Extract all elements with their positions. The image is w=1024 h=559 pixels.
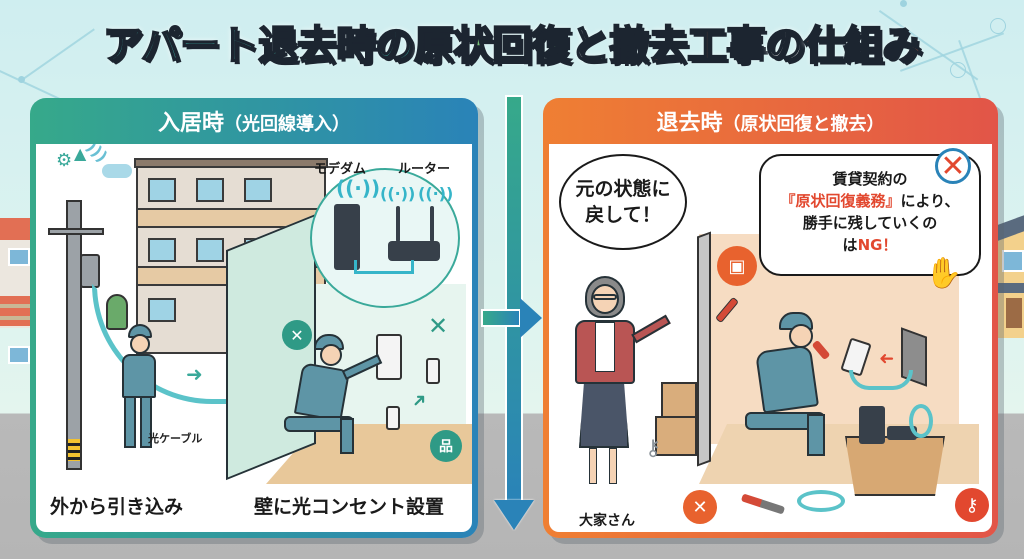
remover-face: [789, 324, 813, 348]
title-part-1: アパート退去時の: [102, 22, 416, 70]
move-in-header: 入居時（光回線導入）: [36, 104, 472, 144]
utility-pole-box: [80, 254, 100, 288]
network-node: [18, 76, 25, 83]
network-node: [990, 18, 1006, 34]
title-part-3: と: [569, 22, 611, 70]
landlord-leg: [609, 448, 617, 484]
rule-line-3: 勝手に残していくの: [802, 214, 938, 232]
network-node: [950, 62, 966, 78]
move-out-panel: 退去時（原状回復と撤去） 元の状態に 戻して！ 賃貸契約の 『原状回復義務』によ…: [543, 98, 998, 538]
network-node: [900, 0, 907, 7]
remover-body: [754, 344, 820, 414]
modem-device: [334, 204, 360, 270]
rule-line-4: はNG！: [761, 234, 979, 256]
move-in-illustration: ⚙ ▲ ))) ➜: [36, 144, 472, 532]
landlord-label: 大家さん: [579, 513, 635, 529]
landlord-speech-bubble: 元の状態に 戻して！: [559, 154, 687, 250]
title-part-2: 原状回復: [413, 22, 572, 70]
wifi-icon: ((·)): [380, 184, 416, 203]
installer-face: [320, 344, 342, 366]
wifi-icon: ((·)): [336, 176, 381, 200]
tools-icon: ✕: [428, 312, 449, 340]
rule-line-1: 賃貸契約の: [832, 170, 908, 188]
move-out-header: 退去時（原状回復と撤去）: [549, 104, 992, 144]
move-in-header-title: 入居時: [157, 111, 224, 136]
background-house-right: [994, 213, 1024, 338]
wall-switch: [426, 358, 440, 384]
router-device: [887, 426, 917, 440]
landlord-blouse: [595, 322, 615, 372]
screwdriver-icon: [740, 493, 786, 515]
settings-network-icon: ⚙: [56, 150, 73, 171]
modem-device: [859, 406, 885, 444]
glasses-icon: [593, 294, 617, 300]
landlord-pointing-arm: [631, 314, 671, 344]
cardboard-box: [655, 416, 697, 456]
landlord-leg: [589, 448, 597, 484]
title-part-4: 撤去工事: [608, 22, 767, 70]
utility-pole-stripe: [68, 439, 80, 461]
landlord-skirt: [579, 382, 629, 448]
tools-icon: ✕: [282, 320, 312, 350]
cable-icon: [797, 490, 845, 512]
installer-leg: [340, 418, 354, 454]
right-arrow: [481, 309, 521, 327]
remover-leg: [807, 414, 825, 456]
stop-hand-icon: ✋: [925, 256, 963, 291]
equipment-box: [845, 436, 945, 496]
move-in-header-subtitle: （光回線導入）: [224, 114, 350, 135]
direction-arrow-icon: ➜: [186, 362, 203, 386]
utility-pole-crossbar: [48, 228, 104, 235]
page-title: アパート退去時の原状回復と撤去工事の仕組み: [0, 22, 1024, 70]
ng-text: NG！: [857, 236, 898, 254]
move-out-header-subtitle: （原状回復と撤去）: [722, 114, 885, 135]
fiber-cable-label: 光ケーブル: [148, 432, 203, 445]
power-outlet: [386, 406, 400, 430]
fiber-outlet: [376, 334, 402, 380]
utility-pole: [66, 200, 82, 470]
down-arrow-head: [494, 500, 534, 530]
coiled-cable: [909, 404, 933, 438]
box-icon: ▣: [717, 246, 757, 286]
rule-line-4-prefix: は: [842, 236, 858, 254]
network-hierarchy-icon: 品: [430, 430, 462, 462]
keys-icon: ⚷: [645, 436, 662, 461]
leaf-icon: ▲: [74, 144, 87, 163]
router-antenna: [430, 206, 434, 242]
worker-face: [130, 334, 150, 354]
wall-cross-section: [697, 231, 711, 467]
landlord-speech-line-1: 元の状態に: [575, 178, 671, 200]
move-in-panel: 入居時（光回線導入） ⚙ ▲ ))): [30, 98, 478, 538]
modem-label: モデダム: [314, 162, 367, 177]
router-label: ルーター: [398, 162, 451, 177]
key-icon: ⚷: [955, 488, 989, 522]
fiber-cable: [849, 370, 913, 390]
move-out-header-title: 退去時: [656, 111, 723, 136]
tools-icon: ✕: [683, 490, 717, 524]
title-part-6: 仕組み: [803, 22, 923, 70]
wifi-icon: ))): [82, 144, 112, 166]
rule-line-2-rest: により、: [900, 192, 960, 210]
ethernet-cable: [354, 260, 414, 274]
worker-leg: [124, 396, 136, 448]
router-device: [388, 241, 440, 261]
caption-pull-in: 外から引き込み: [50, 496, 184, 518]
rule-line-2: 『原状回復義務』により、: [761, 190, 979, 212]
caption-install-outlet: 壁に光コンセント設置: [254, 496, 445, 518]
worker-body: [122, 354, 156, 398]
landlord-speech-line-2: 戻して！: [585, 204, 661, 226]
move-out-illustration: 元の状態に 戻して！ 賃貸契約の 『原状回復義務』により、 勝手に残していくの …: [549, 144, 992, 532]
cardboard-box: [661, 382, 697, 418]
worker-leg: [140, 396, 152, 448]
cloud-icon: [102, 164, 132, 178]
left-arrow-icon: ➜: [879, 348, 895, 369]
title-part-5: の: [764, 22, 806, 70]
prohibited-ok-icon: ✕: [935, 148, 971, 184]
restoration-obligation-text: 『原状回復義務』: [780, 192, 901, 210]
wifi-icon: ((·)): [418, 184, 454, 203]
right-arrow-head: [520, 298, 542, 338]
router-antenna: [396, 206, 400, 242]
